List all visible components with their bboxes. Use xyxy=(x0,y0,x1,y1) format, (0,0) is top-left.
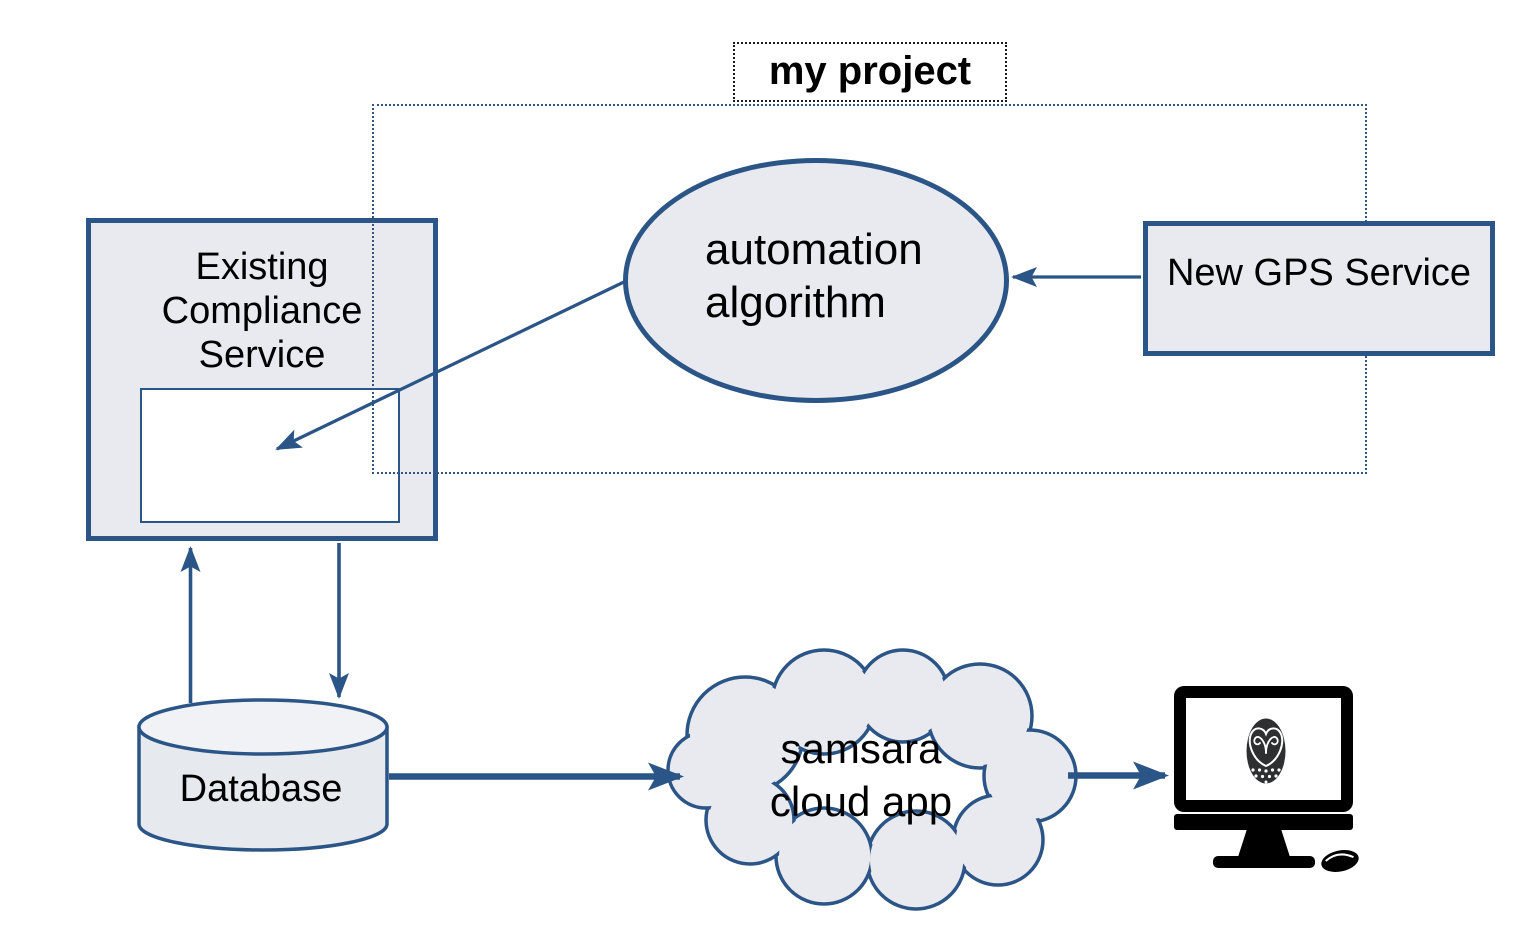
database-label: Database xyxy=(161,768,361,811)
owl-logo-icon xyxy=(1246,718,1286,784)
node-new-gps-service: New GPS Service xyxy=(1143,221,1495,356)
algorithm-label-line2: algorithm xyxy=(705,278,886,327)
project-title-box: my project xyxy=(733,42,1007,102)
project-title: my project xyxy=(768,49,972,93)
database-label-text: Database xyxy=(179,768,343,810)
mouse-icon xyxy=(1321,849,1359,873)
cloud-label: samsara cloud app xyxy=(711,722,1011,828)
cloud-label-line1: samsara xyxy=(780,725,942,772)
algorithm-label-line1: automation xyxy=(705,225,923,274)
workstation-icon xyxy=(1174,686,1359,873)
node-automation-algorithm: automation algorithm xyxy=(623,158,1009,403)
cloud-label-line2: cloud app xyxy=(769,778,953,825)
compliance-inner-box xyxy=(140,388,400,523)
algorithm-label: automation algorithm xyxy=(705,223,923,329)
gps-label: New GPS Service xyxy=(1166,252,1472,294)
